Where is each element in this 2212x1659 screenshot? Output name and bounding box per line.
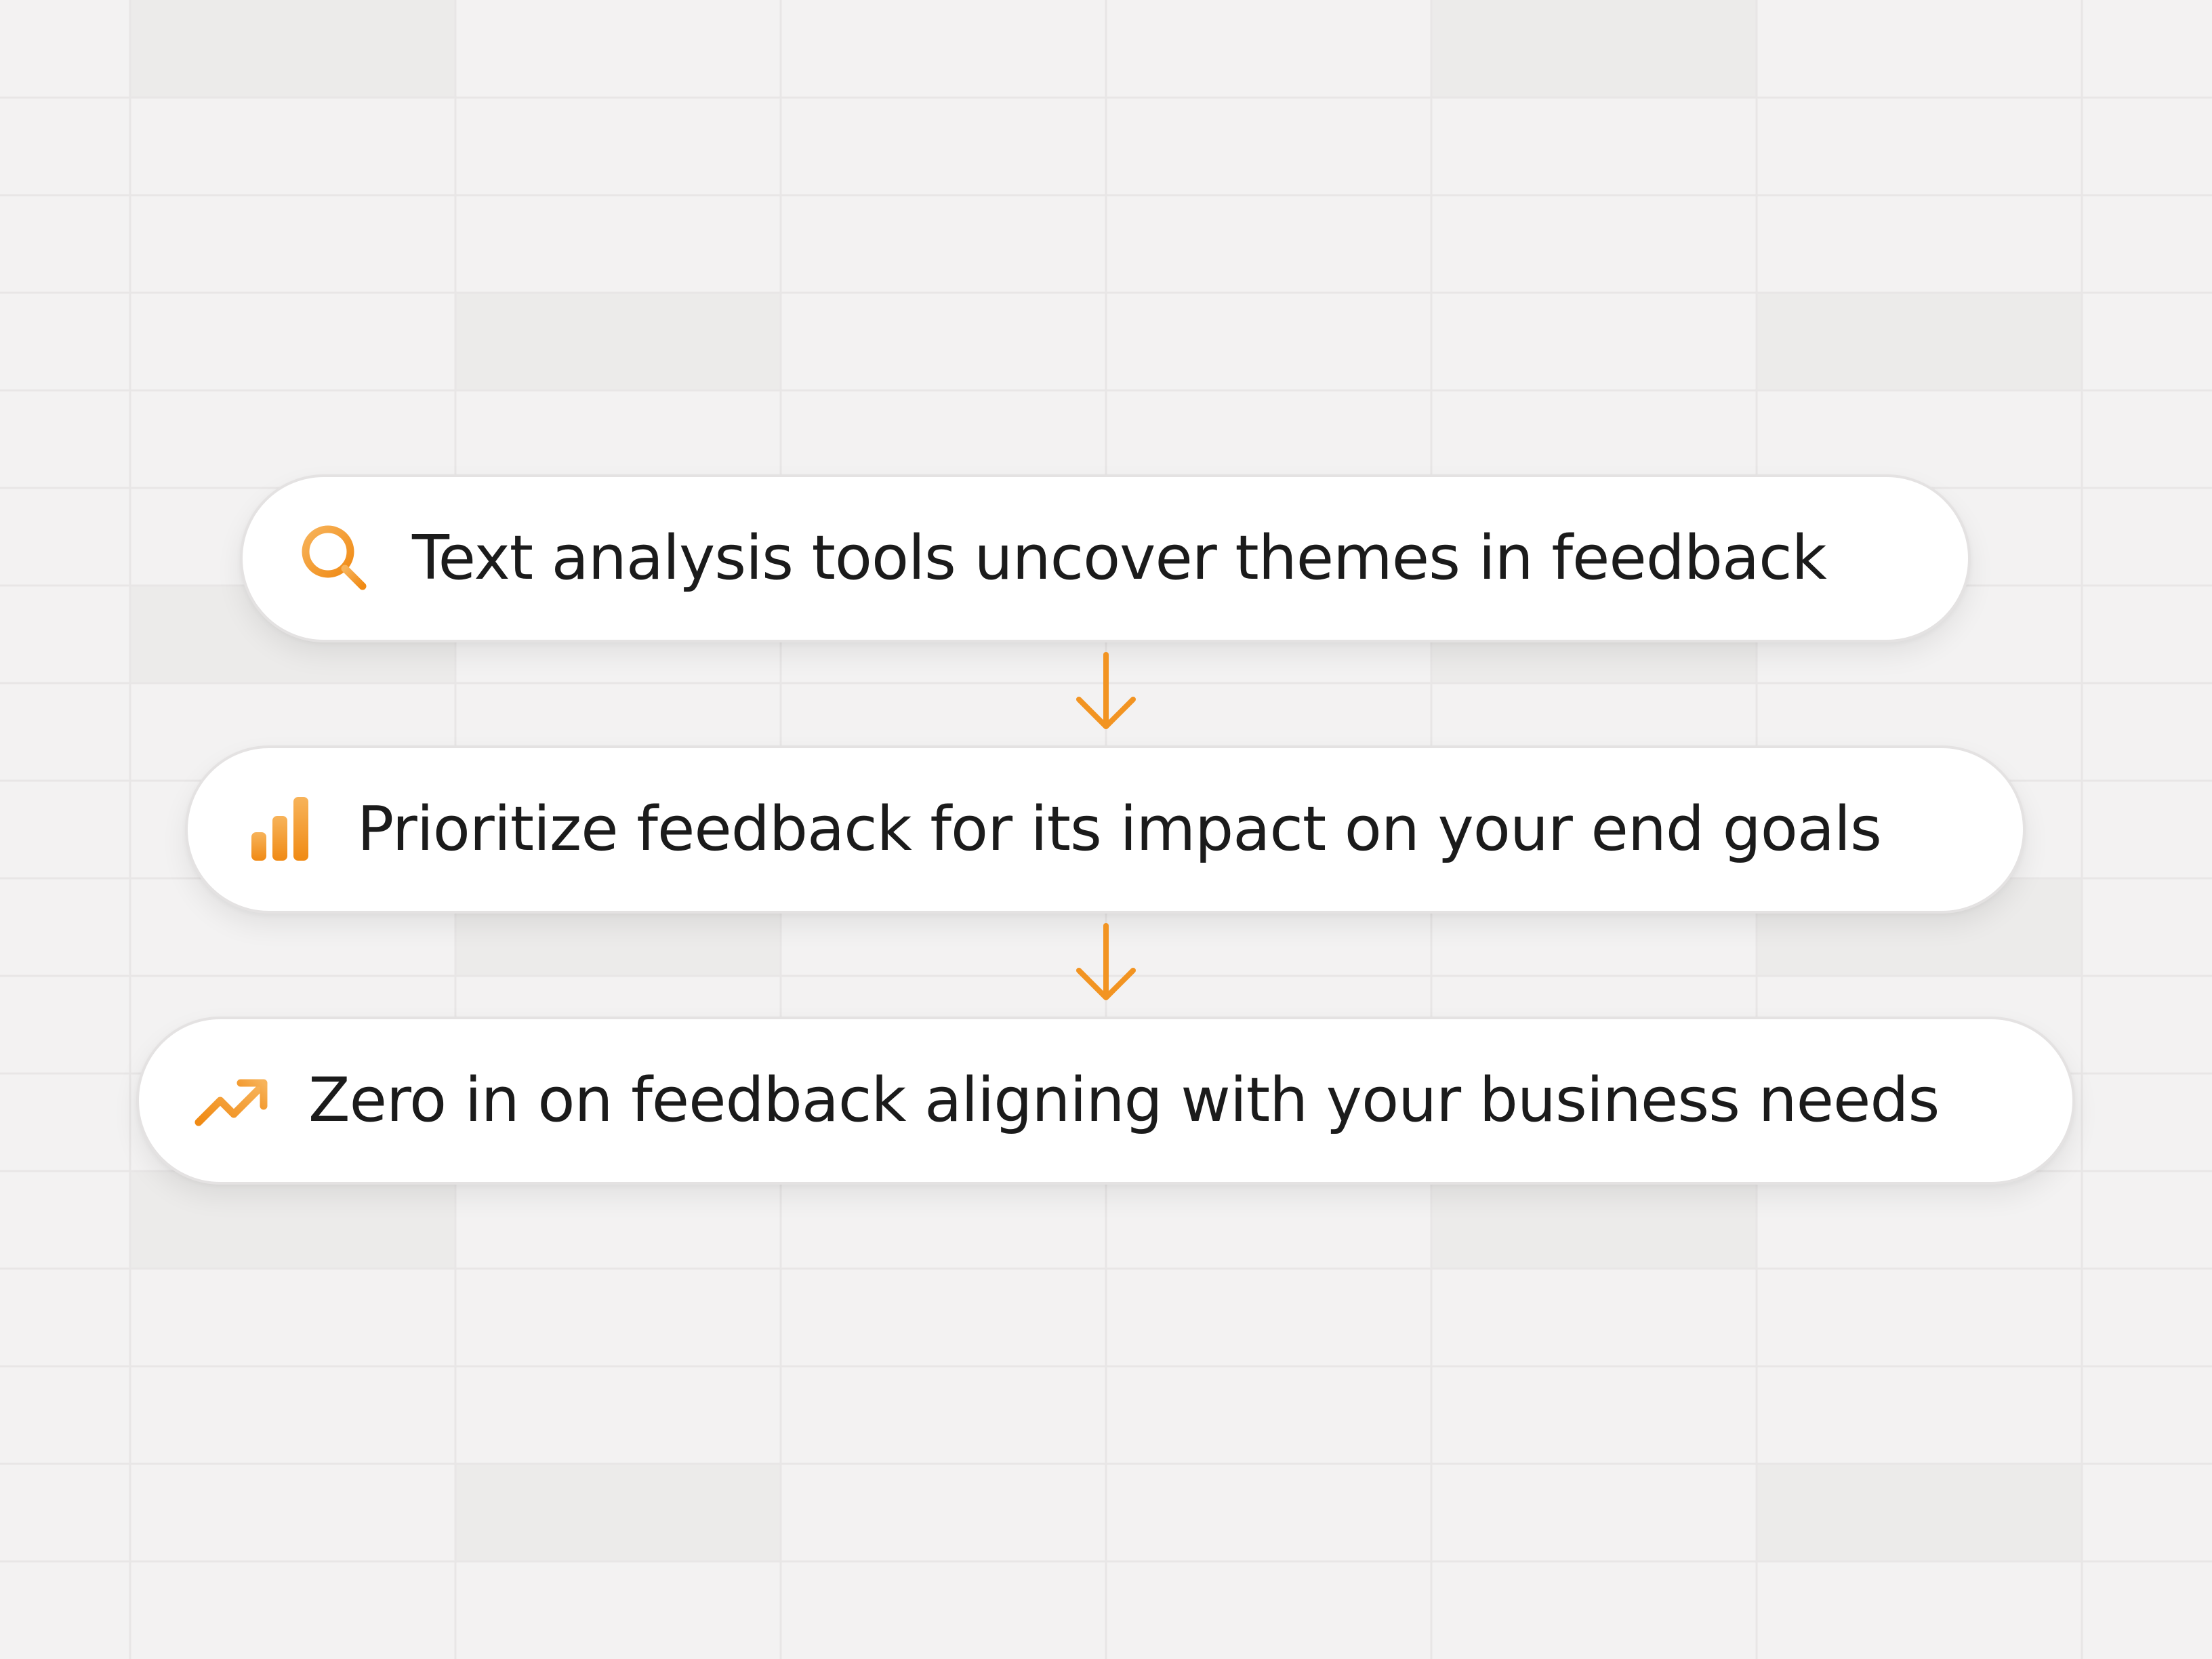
step-1-card: Text analysis tools uncover themes in fe…	[240, 474, 1971, 642]
step-2-label: Prioritize feedback for its impact on yo…	[357, 794, 1882, 865]
search-icon	[297, 520, 373, 596]
step-3-label: Zero in on feedback aligning with your b…	[308, 1065, 1940, 1136]
arrow-down-icon	[1076, 923, 1136, 1000]
arrow-down-icon	[1076, 652, 1136, 729]
step-2-card: Prioritize feedback for its impact on yo…	[185, 745, 2026, 914]
step-1-label: Text analysis tools uncover themes in fe…	[412, 523, 1827, 594]
bar-chart-icon	[242, 792, 318, 867]
step-3-card: Zero in on feedback aligning with your b…	[136, 1017, 2075, 1185]
trending-up-icon	[193, 1063, 269, 1139]
